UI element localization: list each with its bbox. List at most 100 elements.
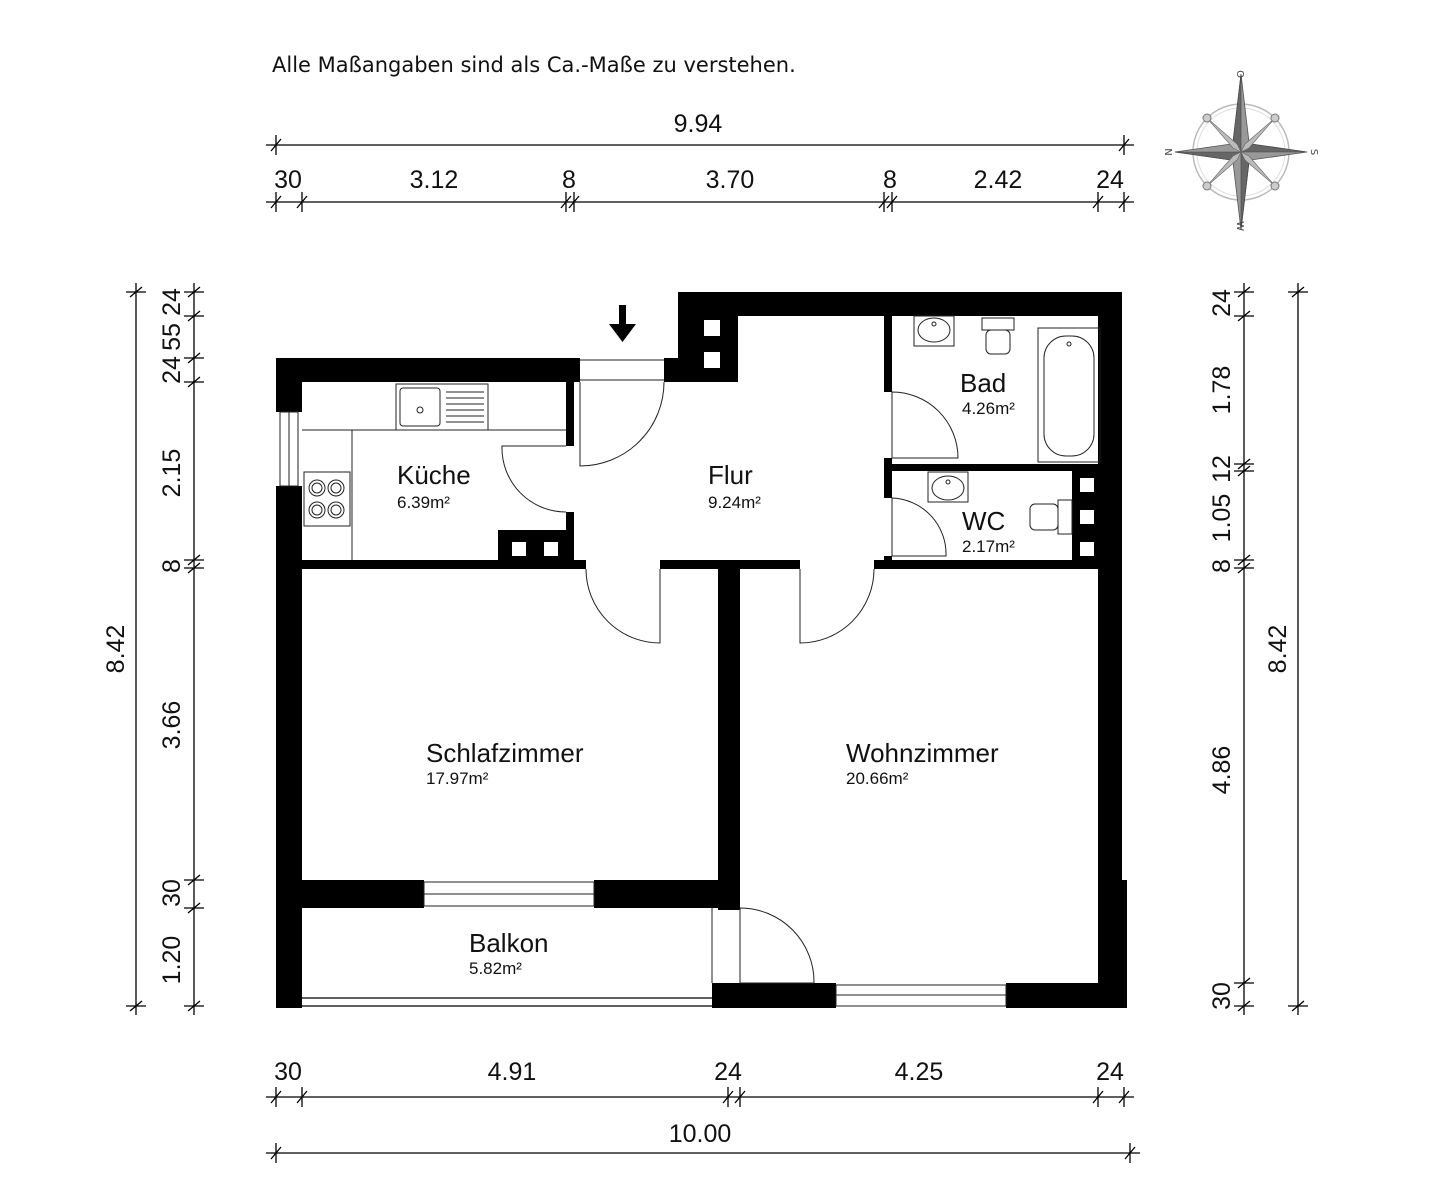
dimension-tick: [296, 1090, 308, 1104]
dimension-tick: [187, 310, 201, 322]
bottom-segment-2: 4.91: [488, 1058, 537, 1086]
room-name-wc: WC: [962, 506, 1005, 536]
room-name-balkon: Balkon: [469, 928, 549, 958]
living-room-door: [799, 568, 875, 644]
dimension-tick: [187, 554, 201, 566]
dimension-tick: [1237, 458, 1251, 470]
right-segment-3: 12: [1208, 455, 1236, 483]
left-segment-8: 1.20: [158, 936, 186, 985]
bedroom-door: [585, 568, 661, 644]
entrance-arrow-icon: [609, 305, 636, 342]
room-area-schlafzimmer: 17.97m²: [426, 769, 489, 788]
top-segment-7: 24: [1096, 166, 1124, 194]
room-name-flur: Flur: [708, 460, 753, 490]
dimension-tick: [1118, 195, 1130, 209]
bottom-segment-4: 4.25: [895, 1058, 944, 1086]
dimension-tick: [1092, 1090, 1104, 1104]
dimension-tick: [187, 874, 201, 886]
wc-toilet-icon: [1029, 499, 1073, 535]
kitchen-door: [501, 445, 567, 513]
disclaimer-note: Alle Maßangaben sind als Ca.-Maße zu ver…: [272, 53, 796, 77]
dimension-tick: [187, 352, 201, 364]
compass-west: W: [1234, 221, 1245, 231]
left-segment-5: 8: [158, 559, 186, 573]
doors: [501, 381, 959, 984]
room-name-schlafzimmer: Schlafzimmer: [426, 738, 584, 768]
room-name-bad: Bad: [960, 368, 1006, 398]
dimension-tick: [560, 195, 572, 209]
dimension-tick: [734, 1090, 746, 1104]
left-segment-1: 24: [158, 288, 186, 316]
dimension-tick: [1092, 195, 1104, 209]
compass-east: O: [1234, 70, 1245, 78]
left-total-dimension: 8.42: [102, 625, 130, 674]
dimension-tick: [1237, 465, 1251, 477]
toilet-icon: [981, 317, 1015, 355]
stove-icon: [303, 471, 351, 527]
kitchen-counter: [302, 383, 566, 560]
dimension-tick: [187, 902, 201, 914]
left-segment-3: 24: [158, 356, 186, 384]
top-segment-1: 30: [274, 166, 302, 194]
wc-washbasin-icon: [927, 471, 969, 503]
right-segment-4: 1.05: [1208, 494, 1236, 543]
dimension-tick: [1237, 310, 1251, 322]
bottom-segment-3: 24: [714, 1058, 742, 1086]
dimension-tick: [1118, 1090, 1130, 1104]
bathroom-fixtures: [913, 315, 1101, 535]
dimension-tick: [187, 376, 201, 388]
bathtub-icon: [1037, 327, 1101, 463]
top-segment-3: 8: [562, 166, 576, 194]
dimension-tick: [1237, 554, 1251, 566]
room-labels: Küche 6.39m² Flur 9.24m² Bad 4.26m² WC 2…: [397, 368, 1015, 978]
compass-south: S: [1308, 149, 1319, 155]
right-segment-7: 30: [1208, 982, 1236, 1010]
right-total-dimension: 8.42: [1264, 625, 1292, 674]
compass-rose-icon: O N S W: [1162, 70, 1319, 231]
room-area-bad: 4.26m²: [962, 399, 1015, 418]
dimension-tick: [270, 1090, 282, 1104]
dimension-tick: [1237, 286, 1251, 298]
dimension-tick: [878, 195, 890, 209]
dimension-tick: [187, 1000, 201, 1012]
walls: [276, 292, 1127, 1008]
entrance-door: [579, 381, 665, 467]
right-dimension-chain: 8.42 24 1.78 12 1.05 8 4.86 30: [1208, 283, 1308, 1015]
dimension-tick: [722, 1090, 734, 1104]
left-segment-2: 55: [158, 323, 186, 351]
room-area-wohnzimmer: 20.66m²: [846, 769, 909, 788]
kitchen-sink-icon: [395, 383, 489, 431]
room-area-flur: 9.24m²: [708, 493, 761, 512]
dimension-tick: [187, 562, 201, 574]
dimension-tick: [296, 195, 308, 209]
room-area-balkon: 5.82m²: [469, 959, 522, 978]
dimension-tick: [886, 195, 898, 209]
room-area-wc: 2.17m²: [962, 537, 1015, 556]
balkon-outline: [276, 908, 741, 1008]
top-segment-5: 8: [883, 166, 897, 194]
dimension-tick: [568, 195, 580, 209]
right-segment-6: 4.86: [1208, 746, 1236, 795]
balcony-door: [739, 907, 815, 984]
bottom-segment-1: 30: [274, 1058, 302, 1086]
top-dimension-chain: 9.94 30 3.12 8 3.70 8 2.42 24: [266, 110, 1134, 212]
bottom-segment-5: 24: [1096, 1058, 1124, 1086]
dimension-tick: [1237, 562, 1251, 574]
bathroom-door: [891, 391, 959, 459]
dimension-tick: [1237, 977, 1251, 989]
bottom-total-dimension: 10.00: [669, 1120, 732, 1148]
left-segment-7: 30: [158, 879, 186, 907]
room-name-wohnzimmer: Wohnzimmer: [846, 738, 999, 768]
left-segment-6: 3.66: [158, 701, 186, 750]
top-total-dimension: 9.94: [674, 110, 723, 138]
wc-door: [891, 497, 947, 557]
dimension-tick: [187, 286, 201, 298]
room-name-kueche: Küche: [397, 460, 471, 490]
right-segment-2: 1.78: [1208, 366, 1236, 415]
right-segment-1: 24: [1208, 289, 1236, 317]
room-area-kueche: 6.39m²: [397, 493, 450, 512]
top-segment-2: 3.12: [410, 166, 459, 194]
dimension-tick: [270, 195, 282, 209]
bottom-dimension-chain: 30 4.91 24 4.25 24 10.00: [266, 1058, 1140, 1163]
